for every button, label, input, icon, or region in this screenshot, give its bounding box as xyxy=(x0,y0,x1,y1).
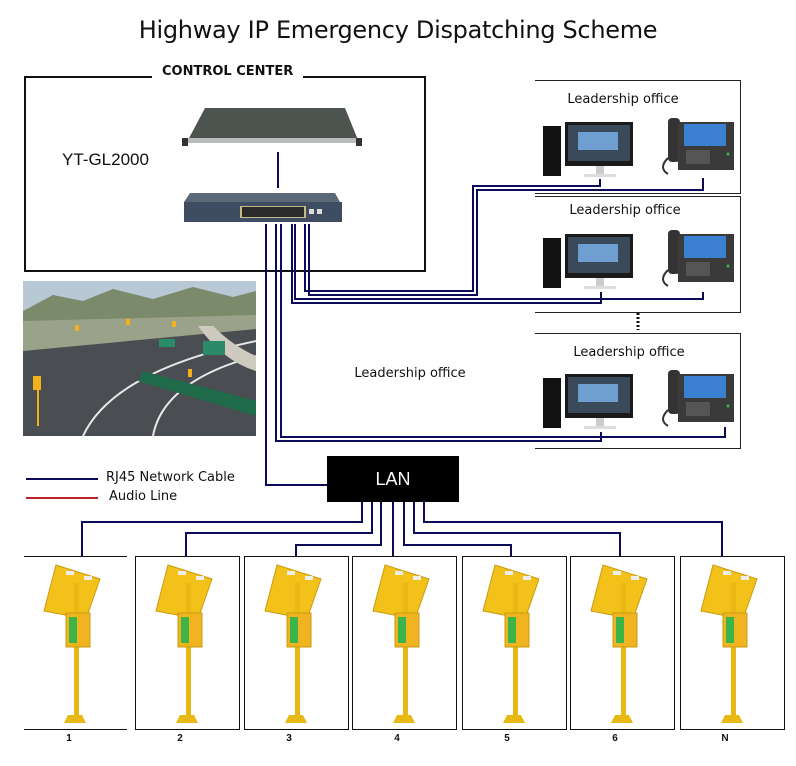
emergency-phone-icon xyxy=(590,564,648,723)
legend-swatch-rj45 xyxy=(26,478,98,480)
emergency-phone-icon xyxy=(482,564,540,723)
station-number: 5 xyxy=(504,733,510,744)
emergency-phone-icon xyxy=(700,564,758,723)
emergency-station-1 xyxy=(24,556,127,730)
diagram-title: Highway IP Emergency Dispatching Scheme xyxy=(138,16,658,44)
emergency-phone-icon xyxy=(43,564,101,723)
cable-station-5 xyxy=(403,502,512,556)
ip-phone-icon xyxy=(662,230,734,287)
emergency-station-3 xyxy=(244,556,349,730)
cable-station-3 xyxy=(295,502,382,556)
cable-switch-lan xyxy=(265,224,327,486)
office-label-extra: Leadership office xyxy=(354,366,466,381)
cable-station-6 xyxy=(413,502,621,556)
lan-switch: LAN xyxy=(327,456,459,502)
emergency-phone-icon xyxy=(264,564,322,723)
office-box-3 xyxy=(535,333,741,449)
office-label-1: Leadership office xyxy=(567,92,679,107)
station-number: N xyxy=(721,733,729,744)
station-number: 1 xyxy=(66,733,72,744)
cable-office1-phone xyxy=(308,178,704,296)
cable-office2-phone xyxy=(294,224,704,300)
network-switch-icon xyxy=(184,193,342,222)
office-devices-2 xyxy=(543,230,734,289)
emergency-phone-icon xyxy=(155,564,213,723)
model-label: YT-GL2000 xyxy=(62,150,149,169)
legend-label-rj45: RJ45 Network Cable xyxy=(106,470,235,485)
rj45-cables xyxy=(81,152,726,556)
office-label-3: Leadership office xyxy=(573,345,685,360)
office-box-1 xyxy=(535,80,741,194)
emergency-station-5 xyxy=(462,556,567,730)
emergency-station-6 xyxy=(570,556,675,730)
cable-station-n xyxy=(423,502,723,556)
office-label-2: Leadership office xyxy=(569,203,681,218)
legend-swatch-audio xyxy=(26,497,98,499)
office-devices-3 xyxy=(543,370,734,429)
legend-label-audio: Audio Line xyxy=(109,489,178,504)
ip-phone-icon xyxy=(662,370,734,427)
office-devices-1 xyxy=(543,118,734,177)
cable-station-2 xyxy=(185,502,373,556)
lan-label: LAN xyxy=(375,468,411,489)
desktop-computer-icon xyxy=(543,234,633,289)
cable-office3-phone xyxy=(280,224,726,438)
emergency-station-4 xyxy=(352,556,457,730)
cable-station-1 xyxy=(81,502,363,556)
emergency-phone-icon xyxy=(372,564,430,723)
desktop-computer-icon xyxy=(543,122,633,177)
ip-phone-icon xyxy=(662,118,734,175)
station-number: 2 xyxy=(177,733,183,744)
server-unit-icon xyxy=(182,108,362,146)
cable-office2-pc xyxy=(291,224,602,304)
emergency-station-N xyxy=(680,556,785,730)
control-center-label: CONTROL CENTER xyxy=(152,64,304,79)
station-number: 3 xyxy=(286,733,292,744)
cable-office1-pc xyxy=(304,179,601,292)
highway-photo xyxy=(23,281,256,436)
emergency-station-2 xyxy=(135,556,240,730)
desktop-computer-icon xyxy=(543,374,633,429)
office-box-2 xyxy=(535,196,741,313)
station-number: 4 xyxy=(394,733,400,744)
station-number: 6 xyxy=(612,733,618,744)
